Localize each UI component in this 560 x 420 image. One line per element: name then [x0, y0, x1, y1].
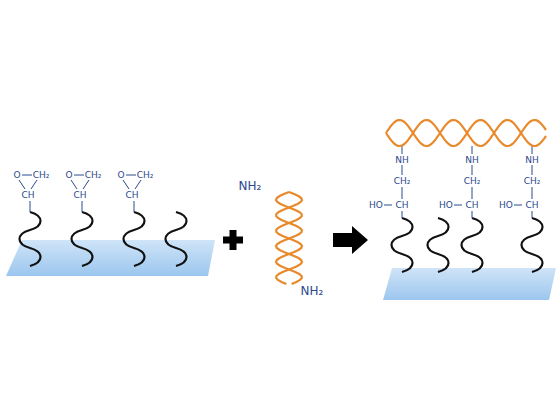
reaction-arrow	[333, 226, 368, 254]
bond-line	[123, 180, 129, 189]
dna-strand	[276, 192, 302, 284]
polymer-chain	[166, 212, 187, 266]
atom-label: CH₂	[33, 171, 50, 180]
polymer-chain	[20, 212, 41, 266]
polymer-chain	[522, 218, 543, 272]
atom-label: CH₂	[524, 177, 541, 186]
bond-line	[384, 205, 392, 206]
atom-label: CH₂	[85, 171, 102, 180]
bond-line	[402, 211, 403, 218]
bond-line	[135, 180, 141, 189]
bond-line	[532, 187, 533, 199]
atom-label: HO	[439, 201, 453, 210]
surface-slab	[383, 268, 556, 300]
bond-line	[74, 175, 84, 176]
atom-label: CH	[73, 191, 86, 200]
atom-label: O	[65, 171, 72, 180]
atom-label: CH	[395, 201, 408, 210]
atom-label: CH	[21, 191, 34, 200]
atom-label: HO	[499, 201, 513, 210]
amine-label: NH₂	[239, 180, 262, 192]
polymer-chain	[392, 218, 413, 272]
plus-sign	[223, 230, 243, 250]
bond-line	[472, 211, 473, 218]
atom-label: O	[117, 171, 124, 180]
bond-line	[19, 180, 25, 189]
bond-line	[472, 165, 473, 175]
atom-label: CH	[525, 201, 538, 210]
bond-line	[126, 175, 136, 176]
dna-strand	[386, 120, 546, 146]
polymer-chain	[124, 212, 145, 266]
bond-line	[31, 180, 37, 189]
bond-line	[532, 211, 533, 218]
atom-label: NH	[465, 156, 479, 165]
atom-label: NH	[525, 156, 539, 165]
atom-label: CH₂	[464, 177, 481, 186]
polymer-chain	[428, 218, 449, 272]
polymer-chain	[72, 212, 93, 266]
bond-line	[532, 146, 533, 154]
bond-line	[454, 205, 462, 206]
bond-line	[472, 146, 473, 154]
bond-line	[82, 201, 83, 212]
bond-line	[71, 180, 77, 189]
bond-line	[402, 146, 403, 154]
amine-label: NH₂	[301, 285, 324, 297]
atom-label: CH₂	[394, 177, 411, 186]
polymer-chain	[462, 218, 483, 272]
bond-line	[83, 180, 89, 189]
bond-line	[532, 165, 533, 175]
bond-line	[472, 187, 473, 199]
atom-label: HO	[369, 201, 383, 210]
bond-line	[514, 205, 522, 206]
atom-label: CH	[465, 201, 478, 210]
dna-strand	[276, 192, 302, 284]
atom-label: CH	[125, 191, 138, 200]
atom-label: NH	[395, 156, 409, 165]
bond-line	[30, 201, 31, 212]
bond-line	[134, 201, 135, 212]
atom-label: CH₂	[137, 171, 154, 180]
bond-line	[402, 165, 403, 175]
bond-line	[22, 175, 32, 176]
surface-slab	[6, 240, 215, 276]
bond-line	[402, 187, 403, 199]
dna-strand	[386, 120, 546, 146]
atom-label: O	[13, 171, 20, 180]
